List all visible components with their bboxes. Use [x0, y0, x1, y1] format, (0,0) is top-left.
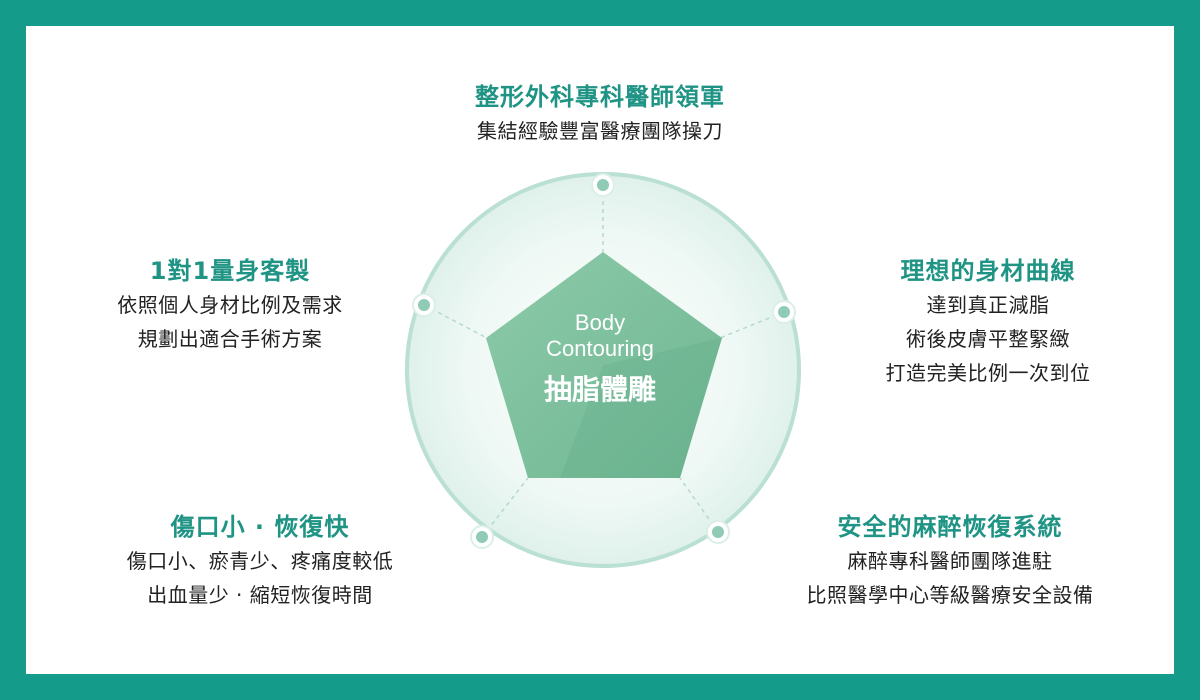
feature-left-lower: 傷口小 · 恢復快 傷口小、瘀青少、疼痛度較低 出血量少 · 縮短恢復時間 — [50, 510, 470, 612]
feature-title: 1對1量身客製 — [149, 257, 311, 285]
feature-line: 達到真正減脂 — [926, 293, 1050, 317]
center-label: Body Contouring 抽脂體雕 — [500, 310, 700, 410]
feature-right-lower: 安全的麻醉恢復系統 麻醉專科醫師團隊進駐 比照醫學中心等級醫療安全設備 — [740, 510, 1160, 612]
feature-line: 術後皮膚平整緊緻 — [906, 327, 1070, 351]
feature-line: 出血量少 · 縮短恢復時間 — [147, 583, 373, 607]
feature-right-upper: 理想的身材曲線 達到真正減脂 術後皮膚平整緊緻 打造完美比例一次到位 — [778, 254, 1198, 390]
center-english-line2: Contouring — [546, 336, 654, 361]
center-pentagon — [486, 252, 722, 478]
feature-line: 依照個人身材比例及需求 — [117, 293, 343, 317]
feature-line: 集結經驗豐富醫療團隊操刀 — [477, 119, 723, 143]
feature-line: 麻醉專科醫師團隊進駐 — [847, 549, 1053, 573]
feature-title: 整形外科專科醫師領軍 — [475, 83, 725, 111]
feature-top: 整形外科專科醫師領軍 集結經驗豐富醫療團隊操刀 — [390, 80, 810, 148]
feature-left-upper: 1對1量身客製 依照個人身材比例及需求 規劃出適合手術方案 — [20, 254, 440, 356]
center-english-line1: Body — [574, 310, 626, 335]
center-chinese: 抽脂體雕 — [543, 373, 656, 406]
feature-line: 傷口小、瘀青少、疼痛度較低 — [126, 549, 394, 573]
feature-title: 安全的麻醉恢復系統 — [837, 513, 1063, 541]
feature-line: 規劃出適合手術方案 — [137, 327, 323, 351]
pentagon-shade — [560, 338, 722, 478]
feature-title: 傷口小 · 恢復快 — [170, 513, 350, 541]
feature-line: 打造完美比例一次到位 — [885, 361, 1091, 385]
feature-line: 比照醫學中心等級醫療安全設備 — [806, 583, 1094, 607]
ring-nodes — [412, 173, 796, 549]
feature-title: 理想的身材曲線 — [900, 257, 1076, 285]
